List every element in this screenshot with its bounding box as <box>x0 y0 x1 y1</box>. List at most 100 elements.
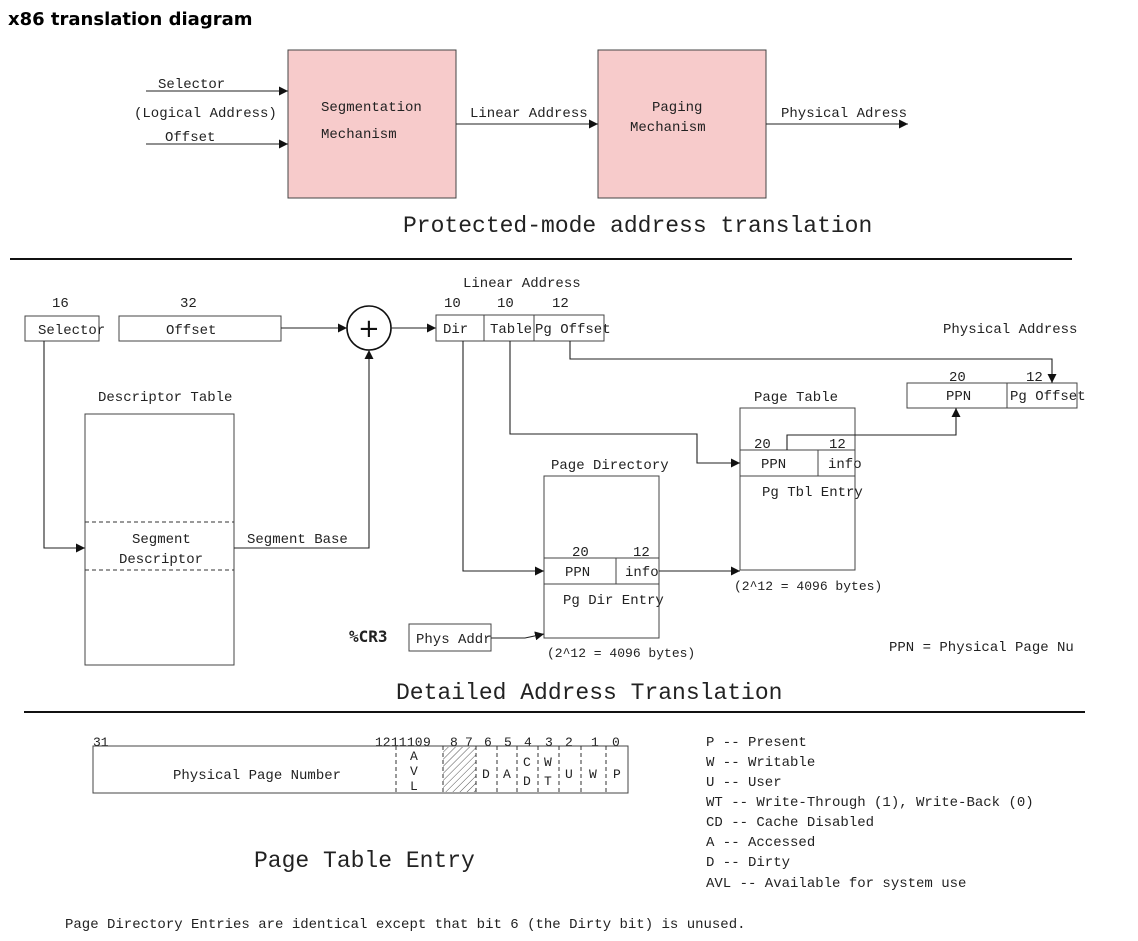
legend-user: U -- User <box>706 775 782 791</box>
offset-field <box>118 315 282 342</box>
pt-entry-label: Pg Tbl Entry <box>762 485 863 501</box>
legend-writable: W -- Writable <box>706 755 815 771</box>
segmentation-mechanism-box <box>287 49 457 199</box>
paging-label-2: Mechanism <box>630 120 706 136</box>
page-table-entry-section: 31 12 11 10 9 8 7 6 5 4 3 2 1 0 Physical… <box>65 735 1034 933</box>
page-directory-title: Page Directory <box>551 458 669 474</box>
table-bits: 10 <box>497 296 514 312</box>
pte-wt-t: T <box>544 774 552 789</box>
pt-info-field <box>817 449 856 477</box>
cr3-to-pd-arrow <box>491 631 545 641</box>
legend-dirty: D -- Dirty <box>706 855 790 871</box>
phys-addr-label: Phys Addr <box>416 632 492 648</box>
physical-adress-label: Physical Adress <box>781 106 907 122</box>
phys-offset-field <box>1006 382 1078 409</box>
pte-caption: Page Table Entry <box>254 848 475 874</box>
selector-field-label: Selector <box>38 323 105 339</box>
pte-avl-a: A <box>410 749 418 764</box>
bit-4: 4 <box>524 735 532 750</box>
pgoffset-to-phys-arrow <box>569 341 1057 383</box>
linear-address-title: Linear Address <box>463 276 581 292</box>
bit-7: 7 <box>465 735 473 750</box>
segment-descriptor-label-2: Descriptor <box>119 552 203 568</box>
logical-address-label: (Logical Address) <box>134 106 277 122</box>
phys-ppn-label: PPN <box>946 389 971 405</box>
legend-write-through: WT -- Write-Through (1), Write-Back (0) <box>706 795 1034 811</box>
ppn-note: PPN = Physical Page Nu <box>889 640 1074 656</box>
bit-0: 0 <box>612 735 620 750</box>
bit-3: 3 <box>545 735 553 750</box>
segment-base-label: Segment Base <box>247 532 348 548</box>
pte-p: P <box>613 767 621 782</box>
page-table-title: Page Table <box>754 390 838 406</box>
phys-offset-label: Pg Offset <box>1010 389 1086 405</box>
table-to-pt-arrow <box>509 341 740 468</box>
dir-to-pd-arrow <box>462 341 544 576</box>
pde-footnote: Page Directory Entries are identical exc… <box>65 917 746 933</box>
descriptor-table <box>84 413 235 666</box>
pg-offset-field <box>533 314 605 342</box>
pg-offset-field-label: Pg Offset <box>535 322 611 338</box>
selector-label: Selector <box>158 77 225 93</box>
pt-ppn-label: PPN <box>761 457 786 473</box>
pd-size-label: (2^12 = 4096 bytes) <box>547 646 695 661</box>
pte-box <box>92 745 629 794</box>
offset-field-label: Offset <box>166 323 216 339</box>
pd-info-label: info <box>625 565 659 581</box>
linear-address-label: Linear Address <box>470 106 588 122</box>
detailed-caption: Detailed Address Translation <box>396 680 782 706</box>
detailed-translation-section: 16 32 Selector Offset + Linear Address 1… <box>24 276 1086 706</box>
physical-address-title: Physical Address <box>943 322 1077 338</box>
phys-addr-field <box>408 623 492 652</box>
pd-info-bits: 12 <box>633 545 650 561</box>
selector-bits: 16 <box>52 296 69 312</box>
phys-offset-bits: 12 <box>1026 370 1043 386</box>
pte-cd-c: C <box>523 755 531 770</box>
pd-ppn-field <box>543 557 617 585</box>
dir-field-label: Dir <box>443 322 468 338</box>
dir-bits: 10 <box>444 296 461 312</box>
pte-ppn-label: Physical Page Number <box>173 768 341 784</box>
pte-avl-l: L <box>410 779 418 794</box>
pd-ppn-label: PPN <box>565 565 590 581</box>
pt-info-label: info <box>828 457 862 473</box>
pte-avl-v: V <box>410 764 418 779</box>
selector-field <box>24 315 100 342</box>
segmentation-label-1: Segmentation <box>321 100 422 116</box>
protected-mode-caption: Protected-mode address translation <box>403 213 872 239</box>
adder-plus: + <box>358 314 380 344</box>
paging-label-1: Paging <box>652 100 702 116</box>
pte-a: A <box>503 767 511 782</box>
protected-mode-section: Selector (Logical Address) Offset Segmen… <box>134 49 908 239</box>
dir-field <box>435 314 485 342</box>
pgoffset-bits: 12 <box>552 296 569 312</box>
page-directory-table <box>543 475 660 639</box>
pte-wt-w: W <box>544 755 552 770</box>
phys-ppn-bits: 20 <box>949 370 966 386</box>
segment-base-arrow <box>234 350 374 549</box>
descriptor-table-title: Descriptor Table <box>98 390 232 406</box>
offset-bits: 32 <box>180 296 197 312</box>
pte-cd-d: D <box>523 774 531 789</box>
segmentation-label-2: Mechanism <box>321 127 397 143</box>
pt-info-bits: 12 <box>829 437 846 453</box>
legend-present: P -- Present <box>706 735 807 751</box>
pt-ppn-bits: 20 <box>754 437 771 453</box>
bit-2: 2 <box>565 735 573 750</box>
pte-w: W <box>589 767 597 782</box>
pd-ppn-bits: 20 <box>572 545 589 561</box>
segment-descriptor-label-1: Segment <box>132 532 191 548</box>
bit-8: 8 <box>450 735 458 750</box>
bit-6: 6 <box>484 735 492 750</box>
pt-ppn-to-phys-arrow <box>786 408 961 450</box>
selector-to-descriptor-arrow <box>43 341 85 553</box>
offset-label: Offset <box>165 130 215 146</box>
pt-size-label: (2^12 = 4096 bytes) <box>734 579 882 594</box>
table-field-label: Table <box>490 322 532 338</box>
page-title: x86 translation diagram <box>8 9 253 30</box>
legend-available: AVL -- Available for system use <box>706 876 966 892</box>
pte-reserved-hatch <box>443 747 476 792</box>
bit-9: 9 <box>423 735 431 750</box>
pte-u: U <box>565 767 573 782</box>
